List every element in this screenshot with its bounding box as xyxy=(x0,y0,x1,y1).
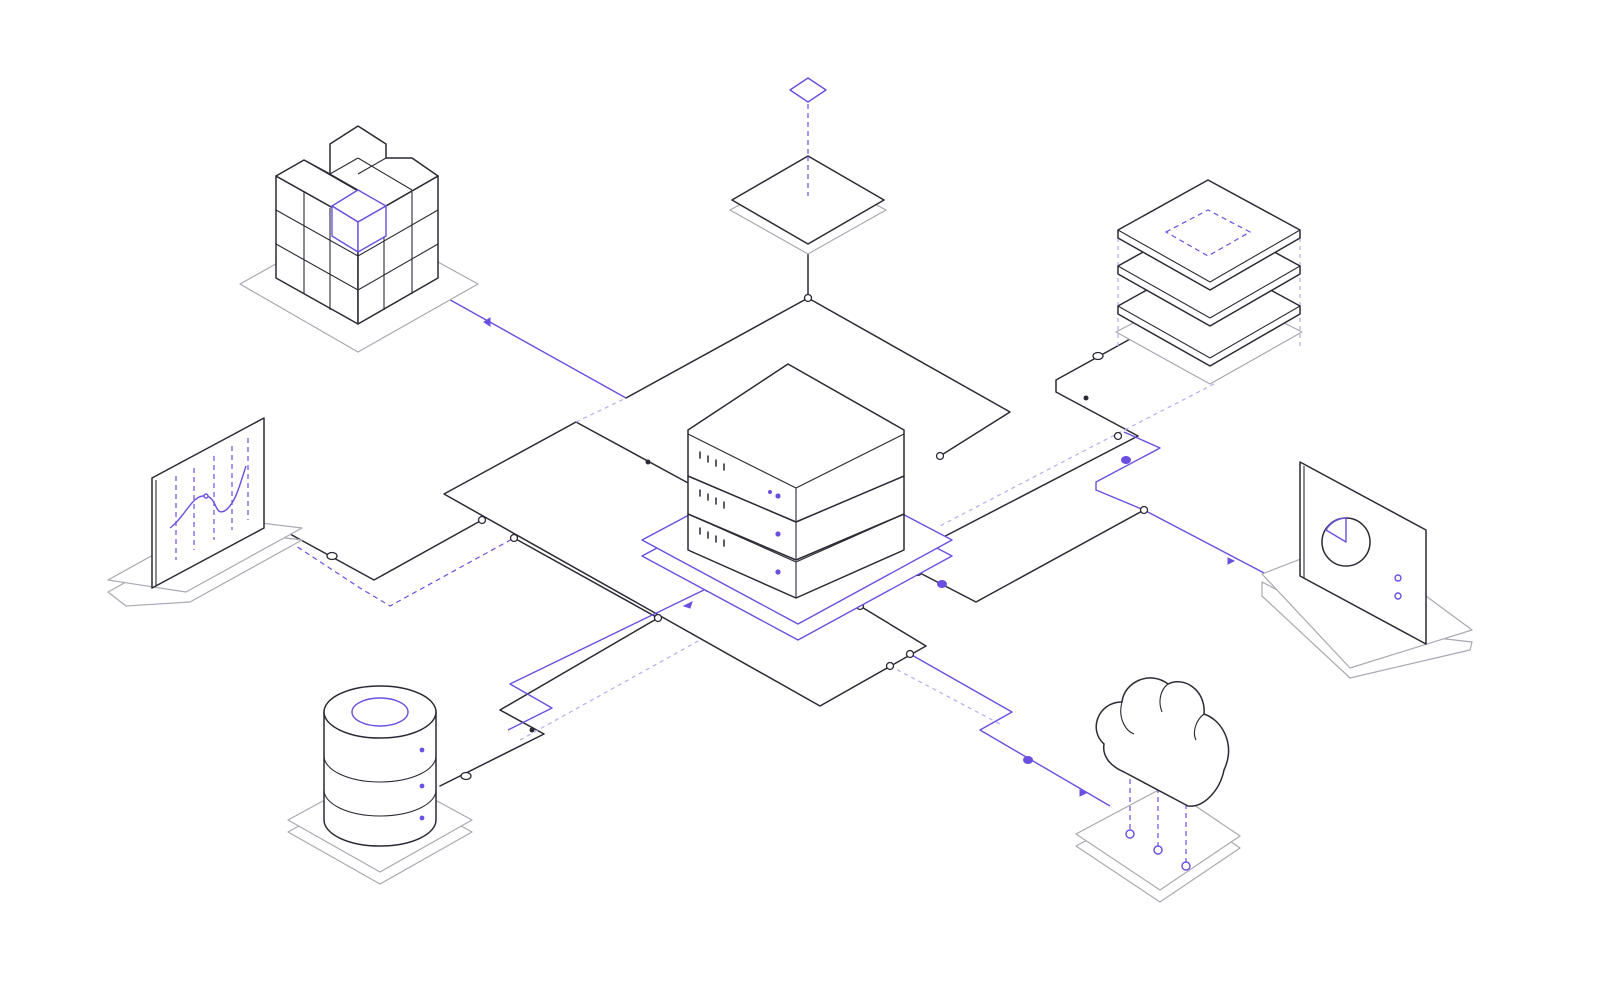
database-cylinder-icon xyxy=(287,685,473,885)
chart-point xyxy=(203,493,209,499)
junction-node xyxy=(905,649,915,659)
junction-node xyxy=(1113,431,1123,441)
layer-tile-icon xyxy=(729,77,887,255)
connection-lines xyxy=(289,253,1267,807)
pie-chart-monitor-icon xyxy=(1261,461,1473,679)
server-stack-icon xyxy=(641,363,953,641)
connector-node xyxy=(1023,756,1033,764)
link-database xyxy=(439,617,659,787)
link-layers xyxy=(929,337,1139,545)
link-chart-inner xyxy=(513,537,659,619)
status-led xyxy=(775,569,781,575)
connector-node xyxy=(1121,456,1131,464)
cloud-icon xyxy=(1075,677,1241,903)
status-led xyxy=(775,531,781,537)
link-cube-grid xyxy=(435,291,627,399)
link-pie-monitor-acc xyxy=(1143,509,1267,575)
layer-marker xyxy=(1164,209,1252,257)
cube-grid-icon xyxy=(239,125,479,353)
arrow-marker xyxy=(1227,557,1236,565)
frame-line-left xyxy=(443,421,927,707)
arrow-marker xyxy=(483,317,491,327)
connector-node xyxy=(326,551,338,561)
arrow-marker xyxy=(682,601,693,609)
connector-node xyxy=(937,580,947,588)
layers-stack-icon xyxy=(1115,179,1303,385)
junction-node xyxy=(803,293,813,303)
link-layers-acc xyxy=(1095,431,1161,511)
junction-node xyxy=(509,533,519,543)
link-cube-grid-dash xyxy=(575,397,627,423)
link-database-acc xyxy=(507,587,709,731)
line-chart-monitor-icon xyxy=(107,417,303,607)
connector-node xyxy=(1092,351,1104,361)
link-cloud xyxy=(909,653,1111,807)
junction-node xyxy=(1139,505,1149,515)
server-link-top xyxy=(575,421,691,485)
junction-node xyxy=(935,451,945,461)
database-lid xyxy=(351,697,409,727)
junction-node xyxy=(477,515,487,525)
cloud-port xyxy=(1181,861,1191,871)
arrow-marker xyxy=(1083,395,1089,401)
link-chart-monitor-dash xyxy=(289,537,515,607)
frame-line-top xyxy=(625,297,1011,457)
monitor-button xyxy=(1394,592,1402,600)
junction-node xyxy=(885,661,895,671)
junction-node xyxy=(653,613,663,623)
link-pie-monitor xyxy=(917,509,1145,603)
link-layers-dash xyxy=(939,383,1215,527)
monitor-button xyxy=(1394,574,1402,582)
link-database-dash xyxy=(519,639,701,741)
pie-slice xyxy=(1325,517,1347,543)
status-led xyxy=(775,493,781,499)
connector-node xyxy=(460,771,472,781)
link-chart-monitor xyxy=(289,519,483,581)
status-led xyxy=(768,490,772,494)
cloud-port xyxy=(1153,845,1163,855)
diamond-marker xyxy=(789,77,827,103)
cloud-port xyxy=(1125,829,1135,839)
arrow-marker xyxy=(529,727,535,733)
arrow-marker xyxy=(1079,789,1088,797)
arrow-marker xyxy=(645,459,651,465)
